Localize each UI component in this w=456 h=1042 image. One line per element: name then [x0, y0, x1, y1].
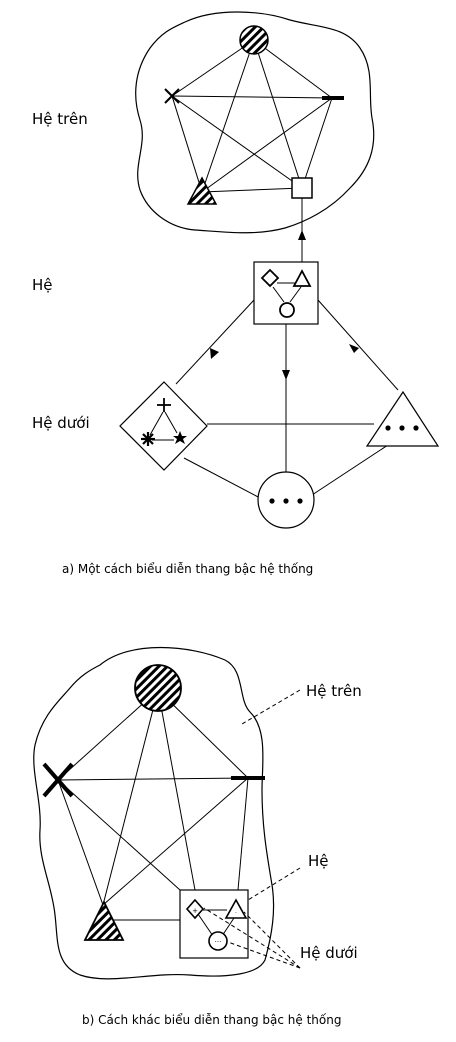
label-upper-system-b: Hệ trên: [306, 682, 362, 700]
label-lower-system-b: Hệ dưới: [300, 944, 358, 962]
upper-system-links: [171, 39, 333, 193]
triangle-subnode-b: [224, 898, 248, 919]
caption-b: b) Cách khác biểu diễn thang bậc hệ thốn…: [82, 1013, 341, 1027]
label-system-a: Hệ: [32, 276, 53, 294]
diagram-b: + · ··· Hệ trên Hệ Hệ dưới b) Cách khác …: [33, 646, 362, 1027]
cross-node-b: [42, 762, 74, 798]
lower-system-links: [183, 423, 389, 499]
diamond-subnode-b: [185, 898, 205, 920]
square-node: [291, 177, 313, 199]
upper-system-links-b: [57, 689, 249, 921]
label-lower-system-a: Hệ dưới: [32, 414, 90, 432]
diagram-a: Hệ trên Hệ Hệ dưới a) Một cách biểu diễn…: [32, 11, 440, 576]
lower-diamond-node: [119, 381, 208, 471]
asterisk-subnode: [141, 432, 155, 446]
triangle-subnode: [292, 269, 312, 287]
system-box-b: + · ···: [179, 889, 249, 959]
svg-text:+: +: [192, 907, 198, 915]
svg-text:·: ·: [235, 910, 237, 917]
hatched-triangle-node-b: [83, 899, 125, 941]
plus-subnode: [157, 398, 171, 412]
svg-text:···: ···: [215, 938, 222, 946]
cross-node: [164, 88, 180, 104]
upper-system-boundary-b: [33, 646, 275, 980]
arrowhead-up: [298, 230, 306, 240]
arrowhead-right: [349, 344, 359, 353]
hatched-circle-node-b: [134, 664, 182, 712]
label-system-b: Hệ: [308, 852, 329, 870]
arrowhead-left: [210, 348, 219, 359]
hatched-circle-node: [239, 25, 269, 55]
caption-a: a) Một cách biểu diễn thang bậc hệ thống: [62, 562, 313, 576]
label-upper-system-a: Hệ trên: [32, 110, 88, 128]
system-box: [253, 261, 319, 325]
circle-subnode-b: [208, 931, 228, 951]
circle-subnode: [279, 302, 295, 318]
star-subnode: [173, 431, 187, 444]
links-system-to-lower: [175, 299, 399, 480]
leader-lines-b: [203, 689, 301, 969]
hatched-triangle-node: [186, 176, 218, 205]
lower-circle-node: [257, 471, 315, 529]
lower-triangle-node: [365, 390, 440, 447]
upper-system-boundary: [135, 11, 375, 234]
arrowhead-mid: [282, 370, 290, 380]
diamond-subnode: [260, 268, 280, 288]
